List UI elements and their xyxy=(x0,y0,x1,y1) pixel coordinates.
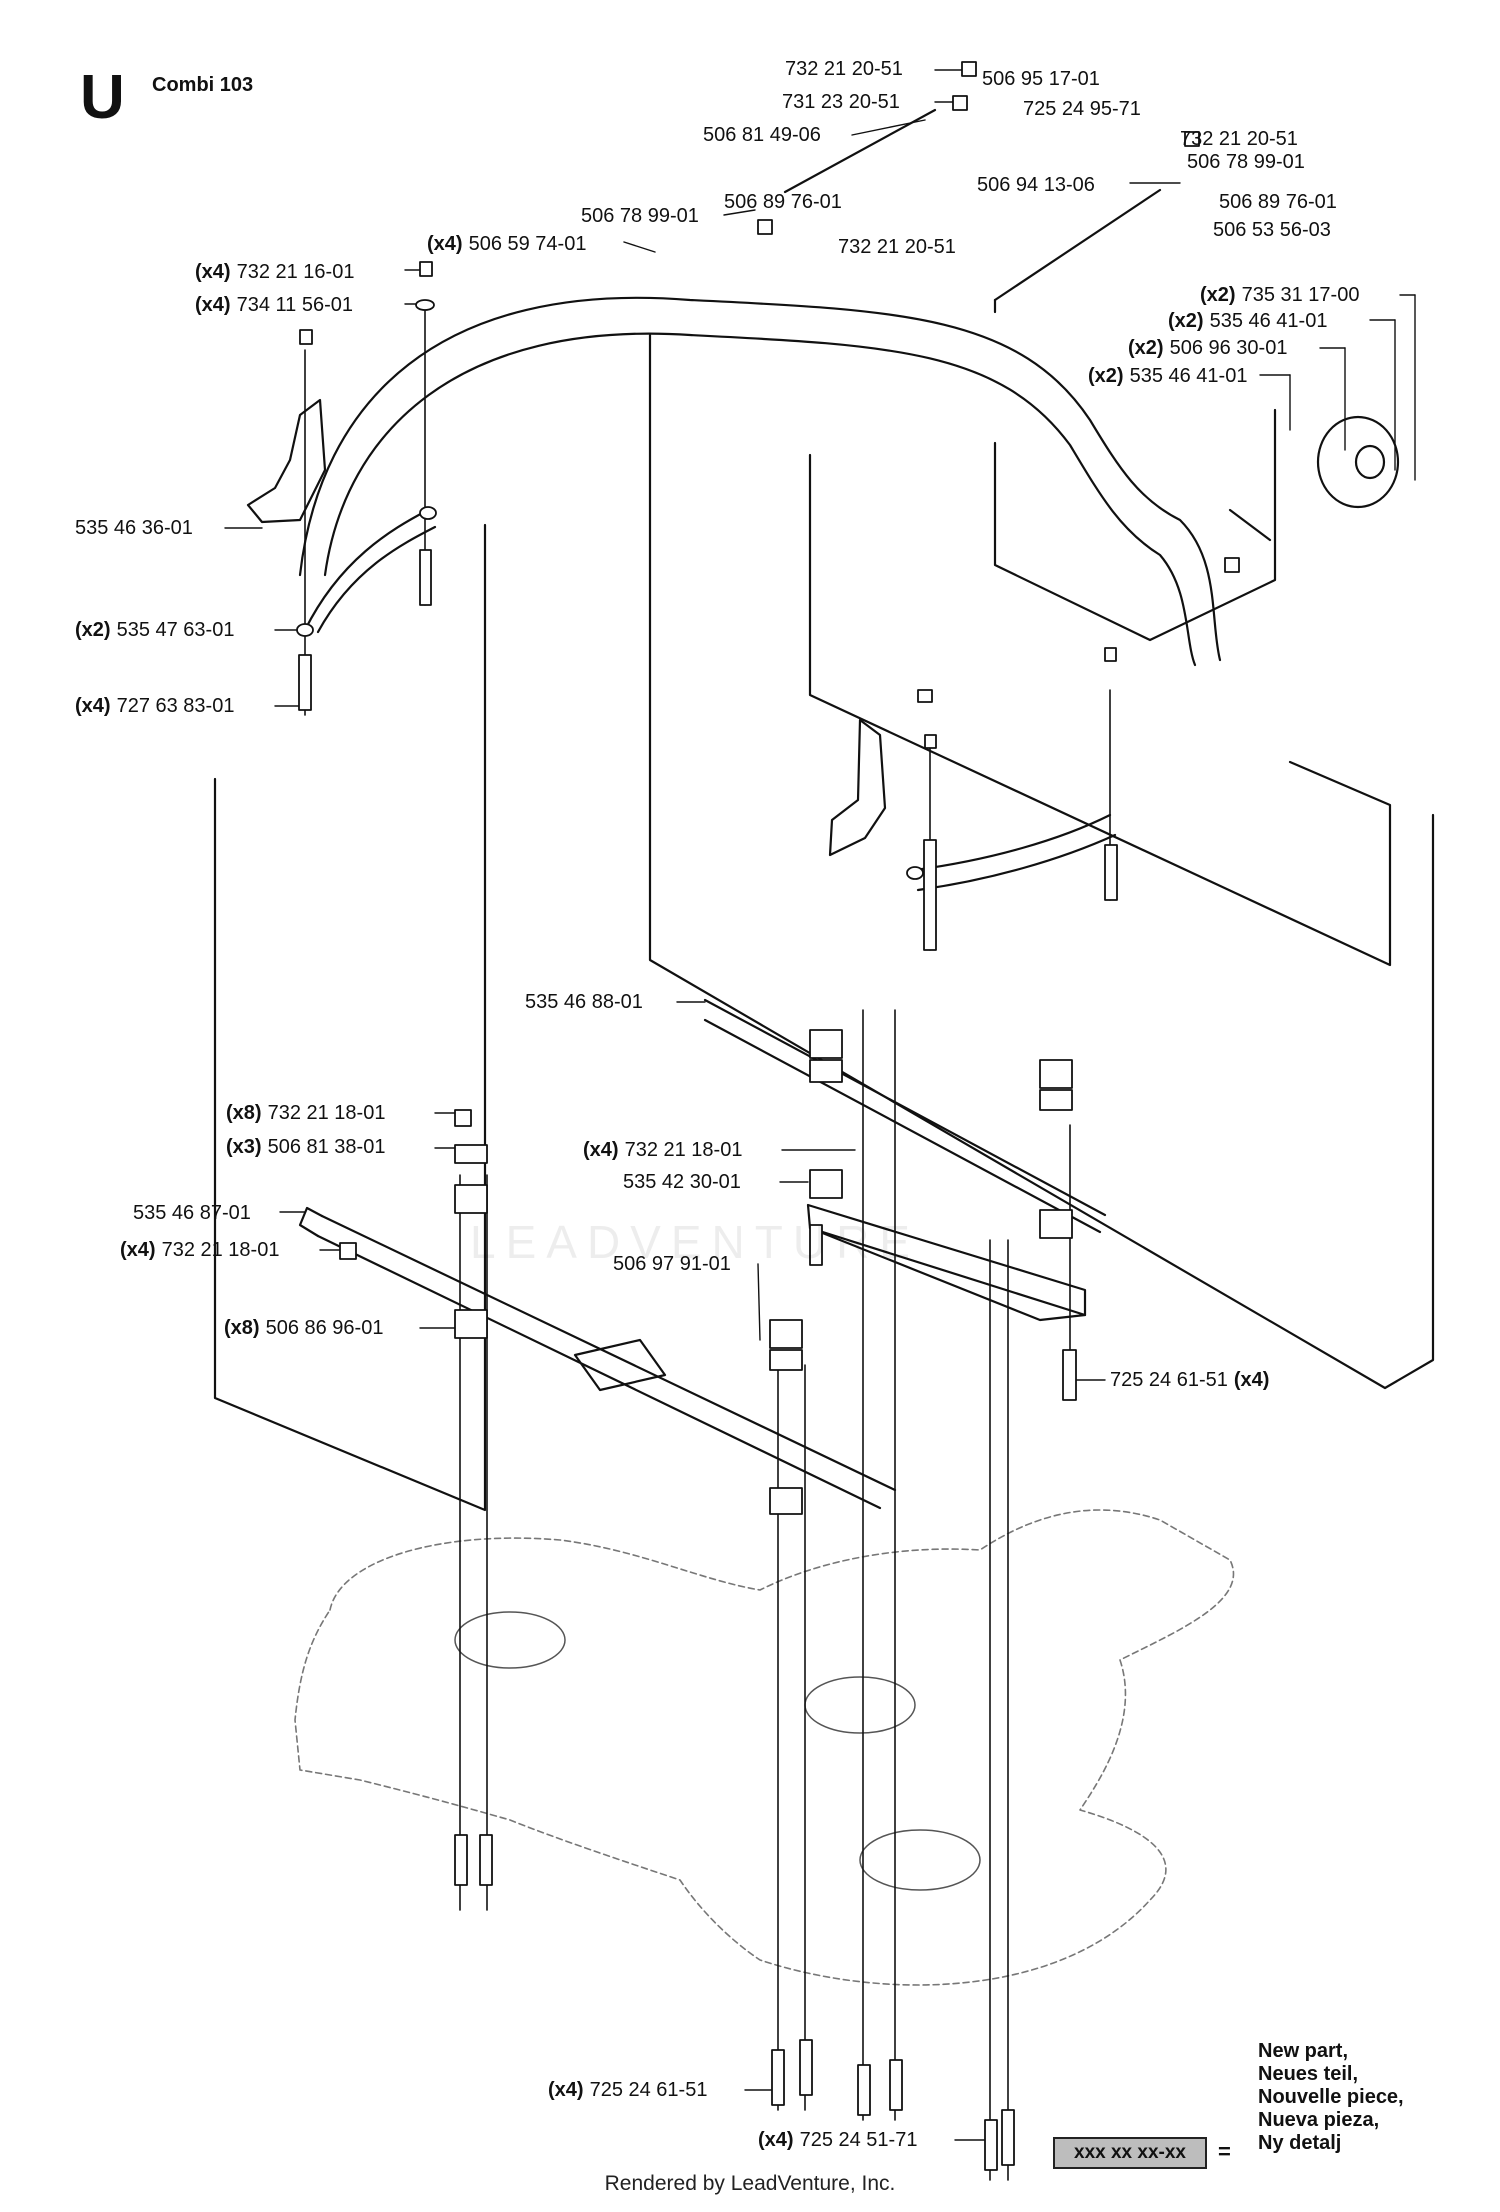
section-title: Combi 103 xyxy=(152,74,254,96)
legend-line: Nouvelle piece, xyxy=(1258,2086,1404,2108)
front-lift-bar xyxy=(320,1214,897,1492)
part-callout[interactable]: 535 42 30-01 xyxy=(623,1171,741,1193)
part-callout[interactable]: (x4)732 21 18-01 xyxy=(583,1139,743,1161)
part-callout[interactable]: 732 21 20-51 xyxy=(1180,128,1298,150)
roller-wheel xyxy=(1316,415,1400,509)
left-bracket xyxy=(246,398,327,524)
control-rod-right xyxy=(993,188,1162,302)
legend-equals: = xyxy=(1218,2139,1231,2164)
legend-line: Neues teil, xyxy=(1258,2063,1359,2085)
part-callout[interactable]: 506 89 76-01 xyxy=(1219,191,1337,213)
fasteners xyxy=(296,61,1240,2171)
pedal-plate xyxy=(573,1338,667,1392)
panel-outline-left xyxy=(213,523,487,1512)
part-callout[interactable]: (x4)725 24 61-51 xyxy=(548,2079,708,2101)
footer-credit: Rendered by LeadVenture, Inc. xyxy=(604,2172,896,2195)
front-lift-bar-end xyxy=(298,1206,324,1238)
part-callout[interactable]: 506 53 56-03 xyxy=(1213,219,1331,241)
part-callout[interactable]: (x2)535 46 41-01 xyxy=(1088,365,1248,387)
rear-lift-bar xyxy=(703,998,1107,1217)
part-callout[interactable]: (x4)732 21 16-01 xyxy=(195,261,355,283)
part-callout[interactable]: 725 24 61-51(x4) xyxy=(1110,1369,1270,1391)
right-link-arm xyxy=(913,813,1112,872)
part-callout[interactable]: 725 24 95-71 xyxy=(1023,98,1141,120)
panel-outline-middle xyxy=(648,333,1435,1390)
part-callout[interactable]: (x2)506 96 30-01 xyxy=(1128,337,1288,359)
part-callout[interactable]: (x2)735 31 17-00 xyxy=(1200,284,1360,306)
part-callout[interactable]: (x4)734 11 56-01 xyxy=(195,294,353,316)
part-callout[interactable]: 506 78 99-01 xyxy=(1187,151,1305,173)
legend-sample-box: xxx xx xx-xx xyxy=(1053,2137,1207,2169)
part-callout[interactable]: (x4)506 59 74-01 xyxy=(427,233,587,255)
leader-lines xyxy=(224,69,1416,2141)
part-callout[interactable]: 535 46 87-01 xyxy=(133,1202,251,1224)
part-callout[interactable]: (x4)732 21 18-01 xyxy=(120,1239,280,1261)
bolt-axis-lines xyxy=(304,304,1111,2181)
left-link-arm xyxy=(303,508,430,632)
roller-wheel-hub xyxy=(1354,444,1386,480)
part-callout[interactable]: 535 46 36-01 xyxy=(75,517,193,539)
part-callout[interactable]: 506 95 17-01 xyxy=(982,68,1100,90)
part-callout[interactable]: (x2)535 46 41-01 xyxy=(1168,310,1328,332)
part-callout[interactable]: 535 46 88-01 xyxy=(525,991,643,1013)
left-link-arm-inner xyxy=(316,525,437,634)
right-bracket xyxy=(828,718,887,857)
part-callout[interactable]: 506 81 49-06 xyxy=(703,124,821,146)
panel-outline-right xyxy=(808,453,1392,967)
legend-line: New part, xyxy=(1258,2040,1349,2062)
part-callout[interactable]: 732 21 20-51 xyxy=(785,58,903,80)
legend-line: Nueva pieza, xyxy=(1258,2109,1380,2131)
part-callout[interactable]: 732 21 20-51 xyxy=(838,236,956,258)
part-callout[interactable]: 506 89 76-01 xyxy=(724,191,842,213)
new-part-legend: New part, Neues teil, Nouvelle piece, Nu… xyxy=(1258,2040,1404,2155)
section-letter: U xyxy=(80,63,125,132)
part-callout[interactable]: (x3)506 81 38-01 xyxy=(226,1136,386,1158)
handle-tube xyxy=(298,296,1222,662)
part-callout[interactable]: (x4)727 63 83-01 xyxy=(75,695,235,717)
handle-tube-inner xyxy=(323,332,1197,667)
part-callout[interactable]: 731 23 20-51 xyxy=(782,91,900,113)
part-callout[interactable]: (x4)725 24 51-71 xyxy=(758,2129,918,2151)
watermark: LEADVENTURE xyxy=(470,1216,920,1268)
legend-line: Ny detalj xyxy=(1258,2132,1342,2154)
right-link-arm-inner xyxy=(916,833,1117,892)
part-callout[interactable]: (x8)506 86 96-01 xyxy=(224,1317,384,1339)
part-callout[interactable]: (x2)535 47 63-01 xyxy=(75,619,235,641)
mower-deck xyxy=(294,1509,1235,1986)
part-callout[interactable]: (x8)732 21 18-01 xyxy=(226,1102,386,1124)
part-callout[interactable]: 506 97 91-01 xyxy=(613,1253,731,1275)
part-callout[interactable]: 506 94 13-06 xyxy=(977,174,1095,196)
panel-outline-handle xyxy=(993,408,1277,642)
part-callout[interactable]: 506 78 99-01 xyxy=(581,205,699,227)
